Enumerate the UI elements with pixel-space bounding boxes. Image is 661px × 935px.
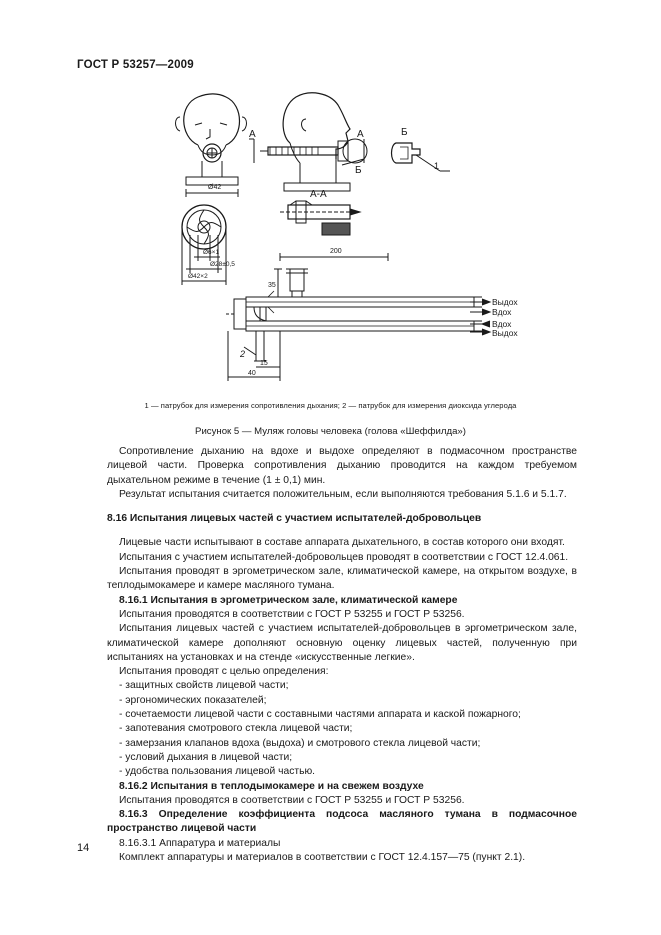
head-dummy-drawing: Ø42 Ø6×1 Ø28±0,5 Ø42×2 (175, 92, 518, 381)
paragraph: Комплект аппаратуры и материалов в соотв… (119, 852, 526, 864)
paragraph: Результат испытания считается положитель… (119, 488, 567, 500)
paragraph: Испытания проводятся в соответствии с ГО… (119, 794, 465, 806)
section-heading-8-16-3: 8.16.3 Определение коэффициента подсоса … (107, 809, 577, 835)
paragraph: Испытания проводят в эргометрическом зал… (107, 566, 577, 592)
figure-caption: Рисунок 5 — Муляж головы человека (голов… (195, 426, 466, 437)
dim-d28: Ø28±0,5 (210, 261, 235, 268)
document-header: ГОСТ Р 53257—2009 (77, 59, 194, 71)
paragraph: Испытания лицевых частей с участием испы… (107, 623, 577, 663)
dim-40: 40 (248, 370, 256, 377)
page-number: 14 (77, 842, 90, 854)
label-exhale-top: Выдох (492, 297, 518, 307)
body-text: Сопротивление дыханию на вдохе и выдохе … (107, 445, 577, 865)
dim-15: 15 (260, 360, 268, 367)
list-item: - эргономических показателей; (119, 694, 267, 706)
dim-200: 200 (330, 248, 342, 255)
tube-assembly (226, 253, 492, 381)
figure-legend: 1 — патрубок для измерения сопротивления… (144, 401, 517, 410)
view-b-detail (390, 142, 450, 172)
dim-d6: Ø6×1 (203, 249, 219, 256)
section-heading-8-16-2: 8.16.2 Испытания в теплодымокамере и на … (119, 780, 424, 792)
dim-d42-top: Ø42 (208, 184, 221, 191)
section-aa (280, 200, 362, 236)
head-side-view (249, 92, 368, 192)
list-item: - запотевания смотрового стекла лицевой … (119, 723, 353, 735)
section-heading-8-16-1: 8.16.1 Испытания в эргометрическом зале,… (119, 594, 458, 606)
section-heading-8-16: 8.16 Испытания лицевых частей с участием… (107, 513, 482, 525)
label-inhale-top: Вдох (492, 307, 512, 317)
section-a-left: А (249, 129, 256, 140)
list-item: - замерзания клапанов вдоха (выдоха) и с… (119, 737, 481, 749)
callout-2: 2 (239, 349, 245, 359)
paragraph: Испытания проводят с целью определения: (119, 666, 329, 678)
section-a-right: А (357, 129, 364, 140)
list-item: - сочетаемости лицевой части с составным… (119, 709, 521, 721)
dim-35: 35 (268, 282, 276, 289)
paragraph: Испытания проводятся в соответствии с ГО… (119, 608, 465, 620)
paragraph: Лицевые части испытывают в составе аппар… (119, 537, 565, 549)
paragraph: Испытания с участием испытателей-доброво… (119, 551, 569, 563)
label-exhale-bottom: Выдох (492, 328, 518, 338)
view-b-title: Б (401, 127, 408, 138)
section-b-mark: Б (355, 165, 362, 176)
mouthpiece-front-view (181, 204, 227, 285)
callout-1: 1 (434, 161, 439, 171)
list-item: - защитных свойств лицевой части; (119, 680, 289, 692)
head-front-view (175, 93, 247, 197)
paragraph: 8.16.3.1 Аппаратура и материалы (119, 837, 281, 849)
label-inhale-bottom: Вдох (492, 319, 512, 329)
list-item: - удобства пользования лицевой частью. (119, 766, 316, 778)
section-aa-title: А-А (310, 189, 327, 200)
dim-d42-bottom: Ø42×2 (188, 273, 208, 280)
list-item: - условий дыхания в лицевой части; (119, 751, 293, 763)
paragraph: Сопротивление дыханию на вдохе и выдохе … (107, 446, 577, 486)
